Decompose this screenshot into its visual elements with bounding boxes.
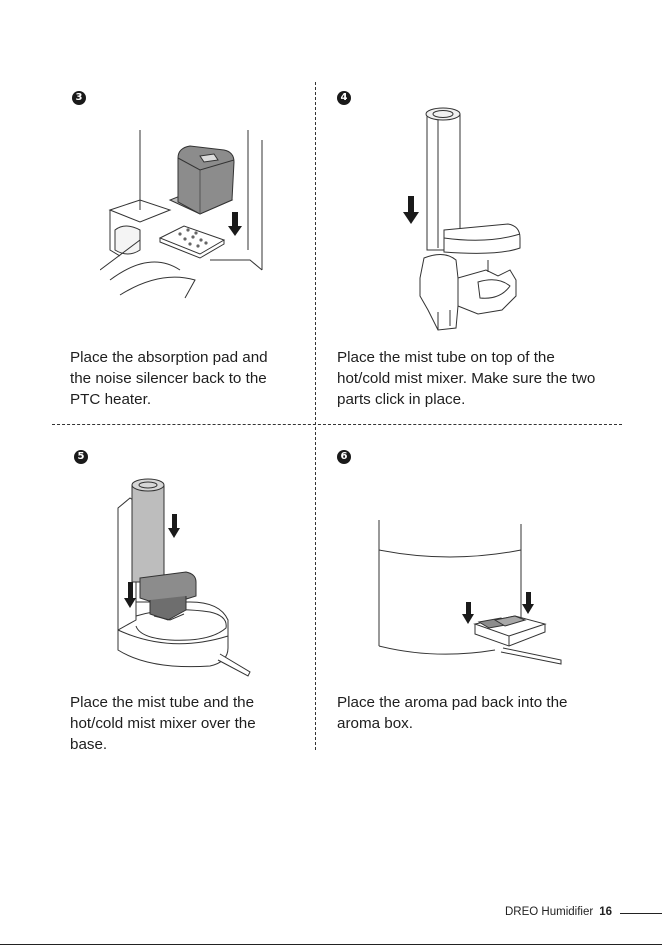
step-3-number: 3	[72, 91, 86, 105]
page-number: 16	[599, 906, 612, 918]
footer-rule	[620, 913, 662, 914]
step-5-illustration	[117, 478, 251, 677]
step-6-caption-line-1: Place the aroma pad back into the	[337, 694, 568, 711]
step-6-caption-line-2: aroma box.	[337, 715, 413, 732]
step-6-number: 6	[337, 450, 351, 464]
step-3-caption: Place the absorption pad and the noise s…	[70, 347, 268, 410]
step-4-caption-line-2: hot/cold mist mixer. Make sure the two	[337, 370, 596, 387]
step-3-illustration	[100, 130, 263, 299]
step-4-caption: Place the mist tube on top of the hot/co…	[337, 347, 595, 410]
step-6-illustration	[378, 520, 562, 665]
step-5-caption-line-1: Place the mist tube and the	[70, 694, 255, 711]
step-3-caption-line-3: PTC heater.	[70, 391, 152, 408]
step-6-caption: Place the aroma pad back into the aroma …	[337, 692, 568, 734]
step-3-caption-line-2: the noise silencer back to the	[70, 370, 267, 387]
footer: DREO Humidifier 16	[505, 906, 612, 918]
step-5-number: 5	[74, 450, 88, 464]
horizontal-divider	[52, 424, 622, 425]
step-4-caption-line-1: Place the mist tube on top of the	[337, 349, 555, 366]
step-3-caption-line-1: Place the absorption pad and	[70, 349, 268, 366]
step-4-illustration	[403, 107, 521, 331]
step-4-number: 4	[337, 91, 351, 105]
step-5-caption: Place the mist tube and the hot/cold mis…	[70, 692, 256, 755]
step-4-caption-line-3: parts click in place.	[337, 391, 466, 408]
vertical-divider	[315, 82, 316, 750]
step-5-caption-line-2: hot/cold mist mixer over the	[70, 715, 256, 732]
step-5-caption-line-3: base.	[70, 736, 108, 753]
bottom-rule	[0, 944, 662, 945]
footer-brand: DREO Humidifier	[505, 906, 594, 918]
